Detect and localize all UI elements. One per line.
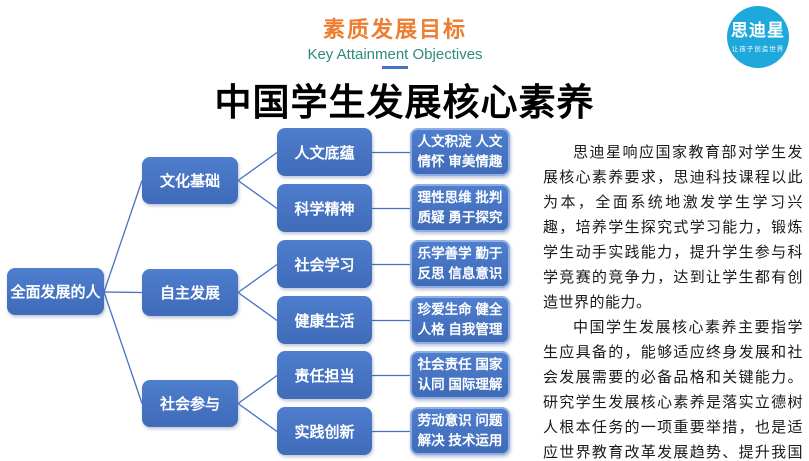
node-detail-responsibility: 社会责任 国家认同 国际理解 [410,351,510,399]
header-title-cn: 素质发展目标 [322,17,467,42]
node-detail-social-learning: 乐学善学 勤于反思 信息意识 [410,240,510,288]
node-leaf-responsibility: 责任担当 [277,351,372,399]
header: 素质发展目标 Key Attainment Objectives [0,12,790,69]
page-title: 中国学生发展核心素养 [214,82,595,123]
node-detail-humanistic-heritage: 人文积淀 人文情怀 审美情趣 [410,128,510,176]
brand-logo-name: 思迪星 [731,20,785,40]
header-title-en: Key Attainment Objectives [307,46,483,63]
node-branch-cultural-foundation: 文化基础 [142,157,238,204]
node-detail-practice-innovation: 劳动意识 问题解决 技术运用 [410,407,510,455]
description-paragraph-1: 思迪星响应国家教育部对学生发展核心素养要求，思迪科技课程以此为本，全面系统地激发… [543,144,803,311]
node-leaf-practice-innovation: 实践创新 [277,407,372,455]
node-branch-autonomous-development: 自主发展 [142,269,238,316]
header-underline [382,66,408,69]
node-detail-healthy-living: 珍爱生命 健全人格 自我管理 [410,296,510,344]
node-leaf-scientific-spirit: 科学精神 [277,184,372,232]
node-leaf-humanistic-heritage: 人文底蕴 [277,128,372,176]
description-text: 思迪星响应国家教育部对学生发展核心素养要求，思迪科技课程以此为本，全面系统地激发… [543,140,803,461]
node-leaf-healthy-living: 健康生活 [277,296,372,344]
registered-trademark-icon: ® [780,12,786,19]
node-detail-scientific-spirit: 理性思维 批判质疑 勇于探究 [410,184,510,232]
node-leaf-social-learning: 社会学习 [277,240,372,288]
brand-logo: 思迪星 让孩子创造世界 ® [727,6,789,68]
connector-lines [103,151,410,433]
brand-logo-slogan: 让孩子创造世界 [731,45,785,53]
competency-tree-diagram: 全面发展的人 文化基础 自主发展 社会参与 人文底蕴 科学精神 社会学习 健康生… [0,120,540,461]
node-root-well-rounded-person: 全面发展的人 [7,268,104,315]
description-paragraph-2: 中国学生发展核心素养主要指学生应具备的，能够适应终身发展和社会发展需要的必备品格… [543,319,803,461]
node-branch-social-participation: 社会参与 [142,380,238,427]
